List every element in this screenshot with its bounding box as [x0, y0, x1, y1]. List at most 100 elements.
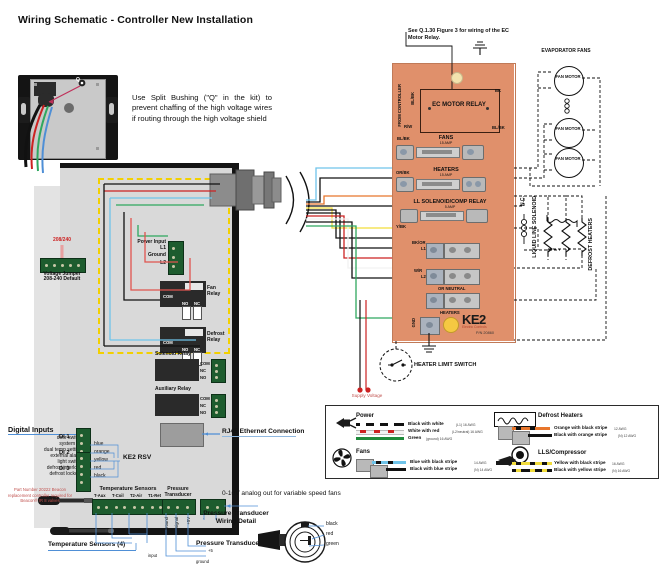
- power-input-label: Power Input: [137, 239, 166, 245]
- controller-shadow: [34, 186, 61, 528]
- pt-caption: Pressure Transducer: [196, 540, 262, 547]
- legend-detail-defrost-0: 12 AWG: [614, 427, 627, 431]
- voltage-jumper-label: Voltage Jumper: [43, 271, 81, 277]
- wire-legend: Power Black with white (L1) 16 AWG White…: [325, 405, 659, 479]
- fan-relay-coil: [185, 283, 203, 290]
- digital-input-port-1: DI 2: [59, 450, 70, 456]
- voltage-jumper-default: 208-240 Default: [43, 276, 81, 282]
- ke2-logo-sub: Electric Controls: [462, 325, 487, 329]
- rj45-jack[interactable]: [160, 423, 204, 447]
- legend-lls-title: LLS/Compressor: [538, 450, 587, 456]
- fan-motor-3-label: FAN MOTOR: [555, 156, 581, 161]
- terminal-l2[interactable]: [426, 269, 480, 285]
- ec-motor-relay[interactable]: [420, 89, 500, 133]
- bk-tag: BK: [495, 88, 502, 93]
- digital-input-func-1: system off: [59, 441, 82, 447]
- page-title: Wiring Schematic - Controller New Instal…: [18, 14, 253, 26]
- legend-label-defrost-0: Orange with black stripe: [554, 425, 608, 430]
- temp-sensors-terminal[interactable]: [92, 499, 168, 515]
- solenoid-relay-terminal[interactable]: [211, 359, 226, 383]
- digital-input-func-4: light switch: [57, 459, 82, 465]
- temp-sensors-caption: Temperature Sensors (4): [48, 541, 126, 548]
- heater-icon: [494, 412, 536, 427]
- terminal-neutral[interactable]: [426, 293, 480, 309]
- rsv-wire-3: red: [94, 465, 102, 471]
- pt-wire-red: red: [326, 531, 334, 537]
- rsv-terminal[interactable]: [76, 452, 91, 492]
- supply-voltage-label: Supply Voltage: [351, 393, 383, 398]
- legend-stripe-defrost-0a: [516, 427, 521, 430]
- heaters-fuse-label: HEATERS: [433, 167, 459, 173]
- digital-inputs-underline: [8, 434, 82, 435]
- power-input-terminal[interactable]: [168, 241, 184, 275]
- power-input-ground: Ground: [147, 252, 166, 258]
- auxiliary-relay-terminal[interactable]: [211, 394, 226, 418]
- ec-motor-relay-label: EC MOTOR RELAY: [432, 102, 486, 108]
- legend-label-fans-0: Blue with black stripe: [410, 459, 458, 464]
- pt-detail-title: Pressure Transducer Wiring Detail: [203, 510, 269, 525]
- voltage-jumper[interactable]: [40, 258, 86, 273]
- digital-input-func-2: dual temp setting: [43, 447, 82, 453]
- legend-fans-title: Fans: [356, 449, 371, 455]
- rsv-wire-0: blue: [94, 441, 104, 447]
- legend-label-lls-0: Yellow with black stripe: [554, 460, 606, 465]
- pt-label-input: input: [148, 553, 158, 558]
- lls-fuse-holder[interactable]: [400, 209, 488, 223]
- legend-swatch-fans-1: [386, 468, 406, 471]
- legend-label-power-2: Green: [408, 435, 422, 440]
- voltage-jumper-tag: 208/240: [52, 237, 72, 243]
- legend-stripe-fans-0b: [388, 461, 393, 464]
- digital-input-func-5: defrost interlock: [46, 465, 82, 471]
- ground-screw: [426, 322, 433, 328]
- orbk-tag: OR/BK: [396, 170, 410, 175]
- legend-label-lls-1: Black with yellow stripe: [554, 467, 606, 472]
- legend-stripe-fans-0a: [376, 461, 381, 464]
- lls-fuse-rating: 5 AMP: [444, 205, 456, 209]
- ec-relay-pin-right: [486, 107, 489, 110]
- wtr-tag: W/R: [414, 268, 423, 273]
- temp-caption-underline: [48, 550, 136, 551]
- analog-out-terminal[interactable]: [200, 499, 226, 515]
- legend-swatch-power-0: [356, 423, 404, 426]
- legend-stripe-power-1b: [374, 430, 380, 433]
- legend-label-fans-1: Black with blue stripe: [410, 466, 458, 471]
- evaporator-fans-title: EVAPORATOR FANS: [541, 48, 591, 54]
- controller-photo: Q: [18, 75, 118, 174]
- rw-tag: R/W: [404, 124, 413, 129]
- auxiliary-relay-nc: NC: [200, 403, 207, 408]
- legend-stripe-lls-0b: [530, 462, 535, 465]
- defrost-relay-no: NO: [182, 347, 189, 352]
- pressure-transducer-title: Pressure Transducer: [164, 486, 192, 498]
- rsv-wire-2: yellow: [94, 457, 108, 463]
- heater-limit-switch-label: HEATER LIMIT SWITCH: [414, 362, 477, 368]
- solenoid-relay[interactable]: [155, 359, 199, 381]
- heaters-fuse-holder[interactable]: [396, 177, 486, 192]
- digital-input-port-2: DI 3: [59, 466, 70, 472]
- legend-detail-fans-1: (N) 14 AWG: [474, 468, 493, 472]
- legend-detail-power-0: (L1) 16 AWG: [456, 423, 476, 427]
- fan-relay-no: NO: [182, 301, 189, 306]
- temp-sensor-port-2: T2-Air: [130, 493, 143, 498]
- l2-tag: L2: [421, 274, 426, 279]
- pt-label-ground: ground: [196, 559, 210, 564]
- legend-stripe-lls-1b: [530, 469, 535, 472]
- auxiliary-relay[interactable]: [155, 394, 199, 416]
- legend-stripe-power-0c: [388, 423, 394, 426]
- fan-relay-nc: NC: [194, 301, 201, 306]
- legend-stripe-lls-1c: [542, 469, 547, 472]
- solenoid-relay-label: Solenoid Relay: [155, 351, 191, 357]
- fans-fuse-holder[interactable]: [396, 145, 486, 160]
- ke2-logo: KE2: [462, 312, 486, 327]
- legend-detail-power-2: (ground) 16 AWG: [426, 437, 453, 441]
- fan-relay-terminal-no: [182, 306, 191, 320]
- defrost-relay-nc: NC: [194, 347, 201, 352]
- fan-motor-2-label: FAN MOTOR: [555, 126, 581, 131]
- terminal-l1[interactable]: [426, 243, 480, 259]
- rj45-label: RJ45 Ethernet Connection: [222, 428, 305, 435]
- analog-out-label: 0-10V analog out for variable speed fans: [222, 490, 341, 497]
- fan-relay-label: Fan Relay: [207, 285, 221, 297]
- legend-label-power-0: Black with white: [408, 421, 444, 426]
- digital-input-func-6: defrost lockout: [49, 471, 82, 477]
- legend-stripe-power-0a: [360, 423, 366, 426]
- pressure-transducer-terminal[interactable]: [162, 499, 196, 515]
